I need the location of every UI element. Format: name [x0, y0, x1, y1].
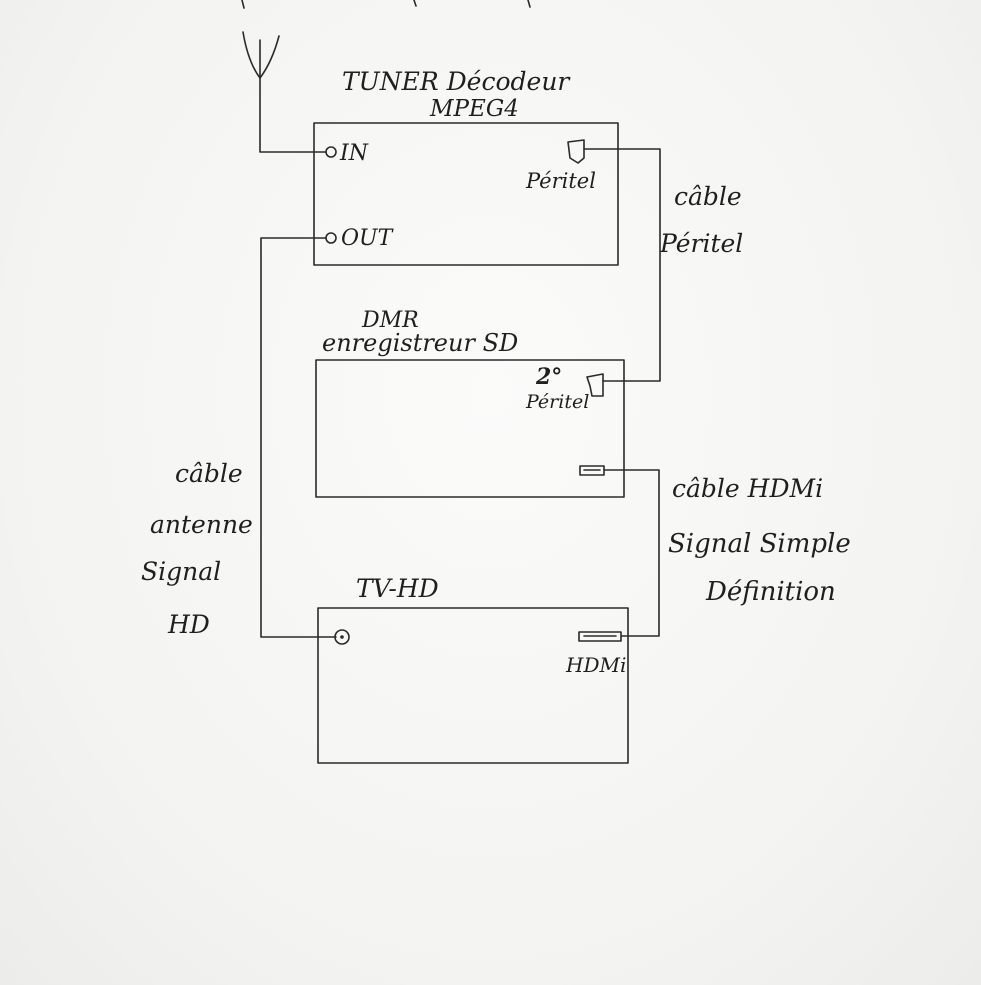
dmr-title: DMR: [361, 308, 419, 333]
hdmi-cable: [603, 469, 660, 637]
coax-connector-icon: [325, 232, 337, 244]
tv-box: [317, 607, 629, 764]
hdmi-connector-icon: [578, 631, 622, 642]
hdmi-connector-icon: [579, 465, 605, 476]
antenna-cable-label-1: câble: [175, 459, 243, 488]
coax-connector-icon: [334, 629, 350, 645]
antenna-cable-label-2: antenne: [150, 510, 253, 539]
antenna-icon: [242, 31, 280, 79]
top-scribble: [527, 0, 531, 8]
tuner-in-label: IN: [339, 141, 369, 166]
dmr-box: [315, 359, 625, 498]
antenna-cable-label-4: HD: [167, 610, 210, 639]
peritel-cable-label-2: Péritel: [659, 229, 743, 258]
hdmi-cable-label-3: Définition: [705, 577, 836, 607]
coax-connector-pin: [340, 635, 344, 639]
tuner-peritel-label: Péritel: [525, 169, 596, 193]
scart-connector-icon: [586, 373, 604, 397]
dmr-peritel-label: Péritel: [525, 391, 589, 413]
antenna-cable-label-3: Signal: [141, 557, 221, 586]
scart-connector-icon: [567, 139, 585, 164]
dmr-subtitle: enregistreur SD: [322, 329, 518, 357]
tuner-subtitle: MPEG4: [429, 96, 519, 122]
tuner-box: [313, 122, 619, 266]
hdmi-cable-label-2: Signal Simple: [668, 529, 851, 559]
tv-title: TV-HD: [356, 574, 439, 603]
antenna-cable: [260, 237, 337, 638]
antenna-lead: [259, 77, 327, 153]
peritel-cable-label-1: câble: [674, 182, 742, 211]
peritel-cable: [583, 148, 661, 382]
hdmi-cable-label-1: câble HDMi: [672, 474, 823, 503]
top-scribble: [413, 0, 417, 7]
tuner-title: TUNER Décodeur: [342, 67, 571, 96]
dmr-port-number: 2°: [535, 364, 562, 390]
top-scribble: [241, 0, 245, 9]
coax-connector-icon: [325, 146, 337, 158]
tv-hdmi-label: HDMi: [565, 653, 626, 677]
tuner-out-label: OUT: [341, 226, 395, 251]
